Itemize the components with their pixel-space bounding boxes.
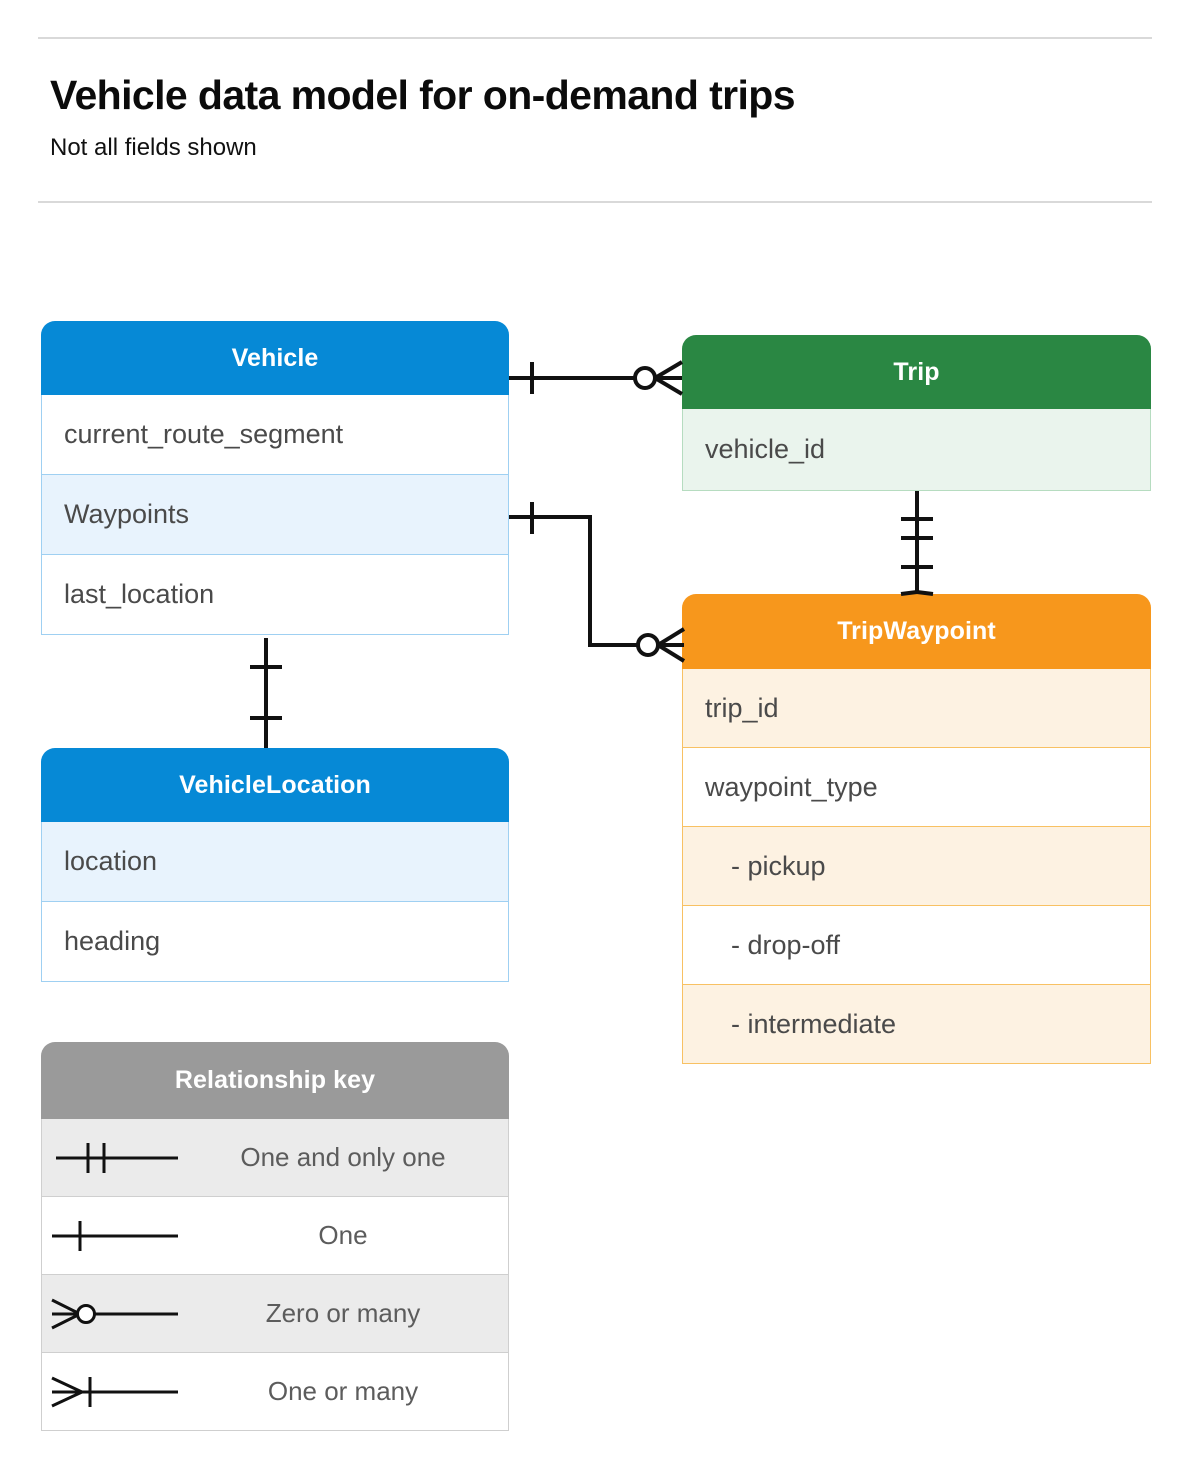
header-divider-top — [38, 37, 1152, 39]
legend-title: Relationship key — [41, 1042, 509, 1119]
entity-trip-waypoint-value-drop-off[interactable]: - drop-off — [682, 906, 1151, 985]
entity-vehicle-field-last-location[interactable]: last_location — [41, 555, 509, 635]
legend-label-zero-or-many: Zero or many — [265, 1298, 421, 1328]
legend-row-one-or-many[interactable]: One or many — [41, 1353, 509, 1431]
one-and-only-one-icon — [42, 1137, 192, 1179]
legend-label-one-or-many: One or many — [267, 1376, 419, 1406]
entity-trip-waypoint[interactable]: TripWaypoint trip_id waypoint_type - pic… — [682, 594, 1151, 1064]
legend-label-one: One — [318, 1220, 368, 1250]
one-icon — [42, 1215, 192, 1257]
header-divider-bottom — [38, 201, 1152, 203]
entity-trip-field-vehicle-id[interactable]: vehicle_id — [682, 409, 1151, 491]
legend-row-zero-or-many[interactable]: Zero or many — [41, 1275, 509, 1353]
connector-trip-tripwaypoint — [900, 491, 934, 596]
entity-trip-waypoint-value-intermediate[interactable]: - intermediate — [682, 985, 1151, 1064]
entity-vehicle-title: Vehicle — [41, 321, 509, 395]
entity-vehicle-location-field-heading[interactable]: heading — [41, 902, 509, 982]
entity-trip-waypoint-value-pickup[interactable]: - pickup — [682, 827, 1151, 906]
legend-row-one-and-only-one[interactable]: One and only one — [41, 1119, 509, 1197]
one-or-many-icon — [42, 1371, 192, 1413]
entity-vehicle-field-current-route-segment[interactable]: current_route_segment — [41, 395, 509, 475]
page-title: Vehicle data model for on-demand trips — [50, 72, 796, 118]
entity-trip-waypoint-field-trip-id[interactable]: trip_id — [682, 669, 1151, 748]
entity-vehicle-location-field-location[interactable]: location — [41, 822, 509, 902]
connector-vehicle-trip — [509, 360, 684, 396]
legend-label-one-and-only-one: One and only one — [240, 1142, 446, 1172]
connector-waypoints-tripwaypoint — [509, 502, 686, 663]
entity-vehicle[interactable]: Vehicle current_route_segment Waypoints … — [41, 321, 509, 635]
page-subtitle: Not all fields shown — [50, 134, 257, 161]
entity-trip[interactable]: Trip vehicle_id — [682, 335, 1151, 491]
entity-vehicle-location[interactable]: VehicleLocation location heading — [41, 748, 509, 982]
entity-trip-waypoint-title: TripWaypoint — [682, 594, 1151, 669]
connector-vehicle-vehiclelocation — [250, 638, 282, 748]
entity-trip-title: Trip — [682, 335, 1151, 409]
entity-vehicle-field-waypoints[interactable]: Waypoints — [41, 475, 509, 555]
entity-trip-waypoint-field-waypoint-type[interactable]: waypoint_type — [682, 748, 1151, 827]
zero-or-many-icon — [42, 1293, 192, 1335]
legend-relationship-key[interactable]: Relationship key One and only one One — [41, 1042, 509, 1431]
entity-vehicle-location-title: VehicleLocation — [41, 748, 509, 822]
legend-row-one[interactable]: One — [41, 1197, 509, 1275]
